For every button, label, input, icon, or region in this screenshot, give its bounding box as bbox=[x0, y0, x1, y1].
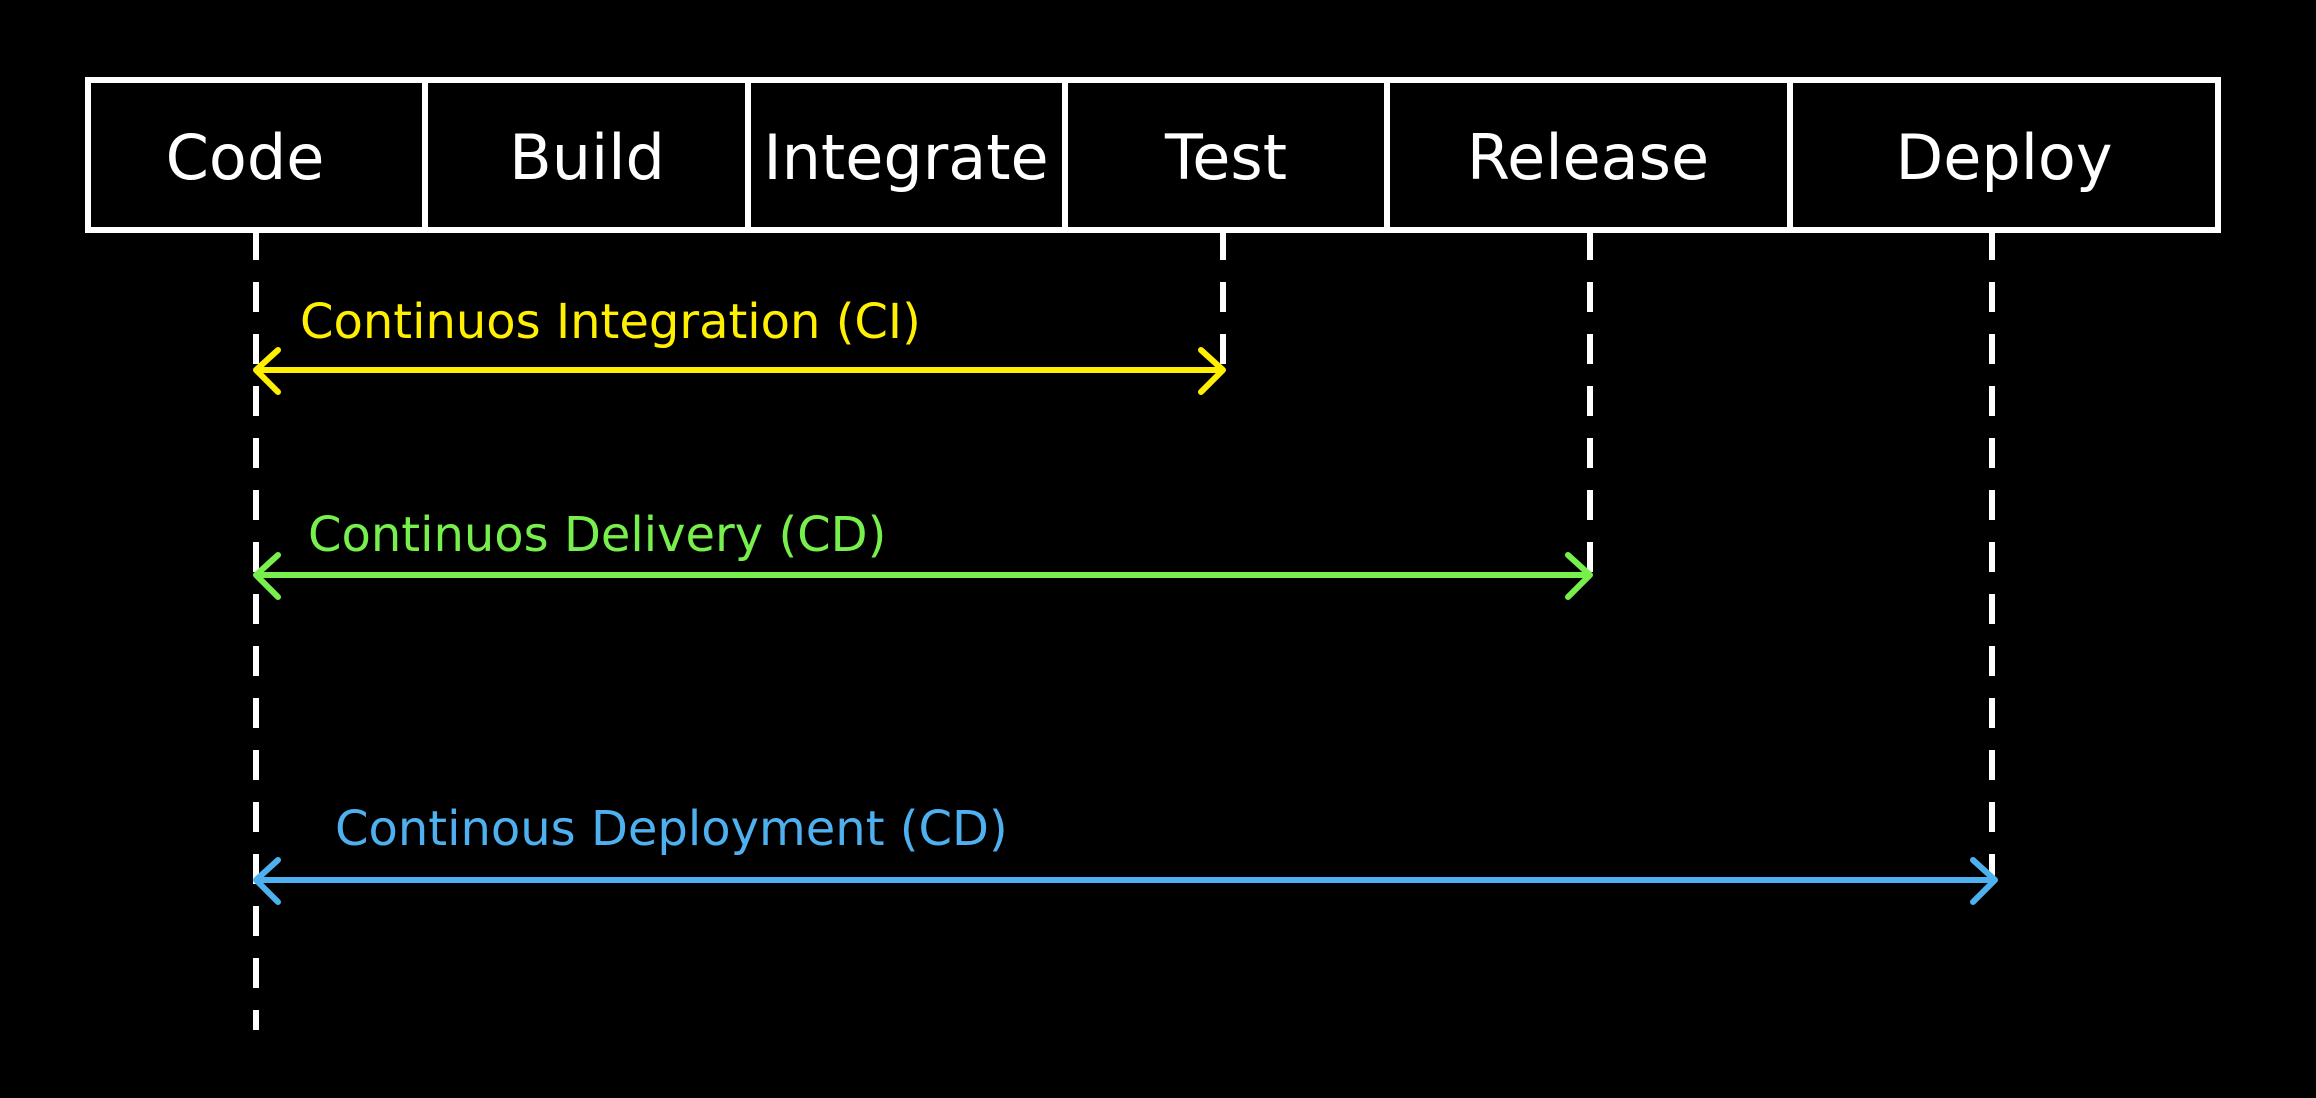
arrowhead-left-icon bbox=[253, 347, 281, 395]
arrowhead-right-icon bbox=[1565, 552, 1593, 600]
stage-label-deploy: Deploy bbox=[1895, 121, 2112, 194]
arrowhead-left-icon bbox=[253, 857, 281, 905]
arrowhead-left-icon bbox=[253, 552, 281, 600]
arrowhead-right-icon bbox=[1198, 347, 1226, 395]
span-label-delivery: Continuos Delivery (CD) bbox=[308, 507, 886, 563]
stage-label-build: Build bbox=[509, 121, 665, 194]
span-continuous-deployment: Continous Deployment (CD) bbox=[253, 801, 1998, 905]
stage-label-test: Test bbox=[1164, 121, 1287, 194]
span-label-deployment: Continous Deployment (CD) bbox=[335, 801, 1008, 857]
stage-bar: Code Build Integrate Test Release Deploy bbox=[85, 77, 2221, 233]
stage-label-release: Release bbox=[1467, 121, 1709, 194]
stage-label-integrate: Integrate bbox=[763, 121, 1048, 194]
span-ci: Continuos Integration (CI) bbox=[253, 294, 1226, 395]
stage-bar-outline bbox=[85, 77, 2221, 233]
stage-label-code: Code bbox=[166, 121, 325, 194]
span-continuous-delivery: Continuos Delivery (CD) bbox=[253, 507, 1593, 600]
arrowhead-right-icon bbox=[1970, 857, 1998, 905]
span-label-ci: Continuos Integration (CI) bbox=[300, 294, 921, 350]
stage-guidelines bbox=[253, 230, 1995, 1030]
